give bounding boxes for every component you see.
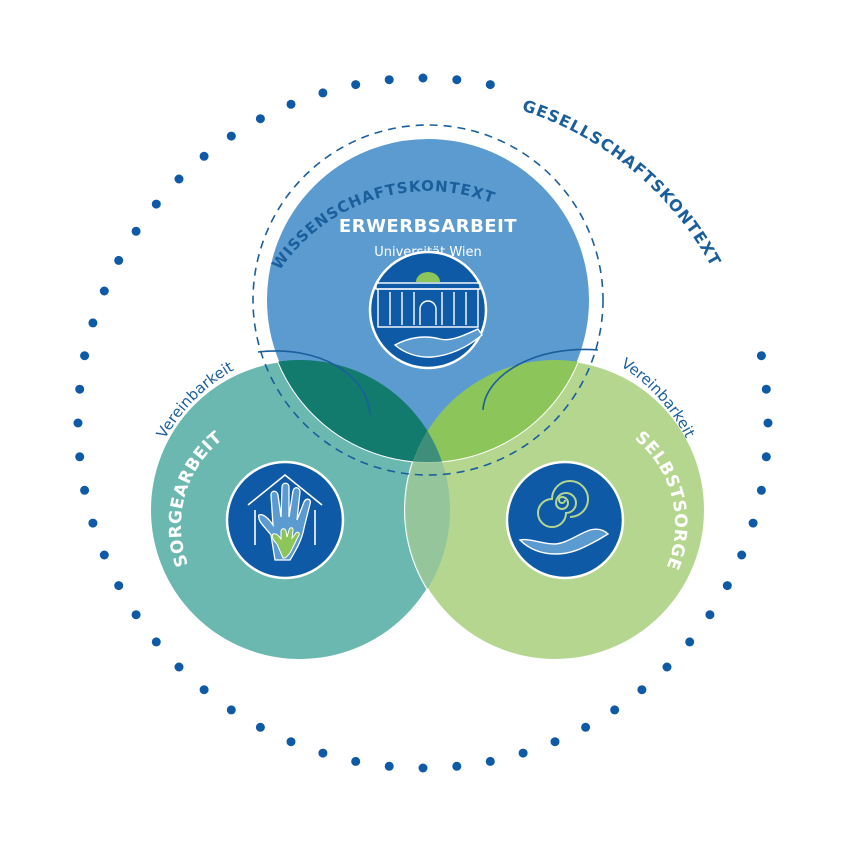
society-context-dot (485, 80, 495, 90)
society-context-dot (418, 763, 428, 773)
science-context-dashed-ring (252, 124, 604, 476)
society-context-dot (88, 318, 98, 328)
society-context-dot (226, 131, 236, 141)
society-context-dot (418, 73, 428, 83)
society-context-dot (255, 114, 265, 124)
society-context-dot (73, 418, 83, 428)
society-context-dotted-ring (73, 73, 773, 773)
society-context-dot (174, 174, 184, 184)
society-context-dot (384, 761, 394, 771)
society-context-dot (581, 722, 591, 732)
society-context-dot (637, 685, 647, 695)
society-context-dot (452, 75, 462, 85)
society-context-dot (131, 226, 141, 236)
society-context-dot (114, 581, 124, 591)
top-circle-title: ERWERBSARBEIT (339, 216, 517, 237)
society-context-dot (351, 80, 361, 90)
society-context-dot (80, 351, 90, 361)
society-context-dot (452, 761, 462, 771)
society-context-dot (748, 518, 758, 528)
society-context-dot (151, 637, 161, 647)
society-context-dot (286, 737, 296, 747)
society-context-dot (318, 748, 328, 758)
society-context-dot (99, 550, 109, 560)
society-context-dot (88, 518, 98, 528)
society-context-dot (318, 88, 328, 98)
society-context-dot (756, 351, 766, 361)
society-context-dot (761, 452, 771, 462)
society-context-dot (722, 581, 732, 591)
society-context-dot (737, 550, 747, 560)
society-context-dot (756, 485, 766, 495)
right-connector-line (482, 348, 599, 411)
society-context-dot (255, 722, 265, 732)
society-context-dot (131, 610, 141, 620)
overlap-top-left (266, 360, 450, 462)
society-context-dot (199, 151, 209, 161)
society-context-dot (99, 286, 109, 296)
society-context-dot (199, 685, 209, 695)
house-hands-icon (225, 460, 345, 580)
society-context-dot (75, 452, 85, 462)
society-context-dot (114, 255, 124, 265)
society-context-dot (705, 610, 715, 620)
society-context-dot (226, 705, 236, 715)
society-context-dot (518, 748, 528, 758)
society-context-dot (351, 756, 361, 766)
left-connector-line (257, 350, 371, 416)
society-context-dot (485, 756, 495, 766)
society-context-dot (286, 99, 296, 109)
society-context-dot (75, 384, 85, 394)
society-context-dot (384, 75, 394, 85)
society-context-dot (80, 485, 90, 495)
society-context-dot (763, 418, 773, 428)
overlap-top-right (405, 360, 590, 462)
spiral-hand-icon (505, 460, 625, 580)
society-context-dot (685, 637, 695, 647)
society-context-dot (610, 705, 620, 715)
society-context-dot (174, 662, 184, 672)
university-building-hand-icon (368, 250, 488, 370)
society-context-dot (761, 384, 771, 394)
society-context-dot (662, 662, 672, 672)
society-context-dot (550, 737, 560, 747)
society-context-dot (151, 199, 161, 209)
